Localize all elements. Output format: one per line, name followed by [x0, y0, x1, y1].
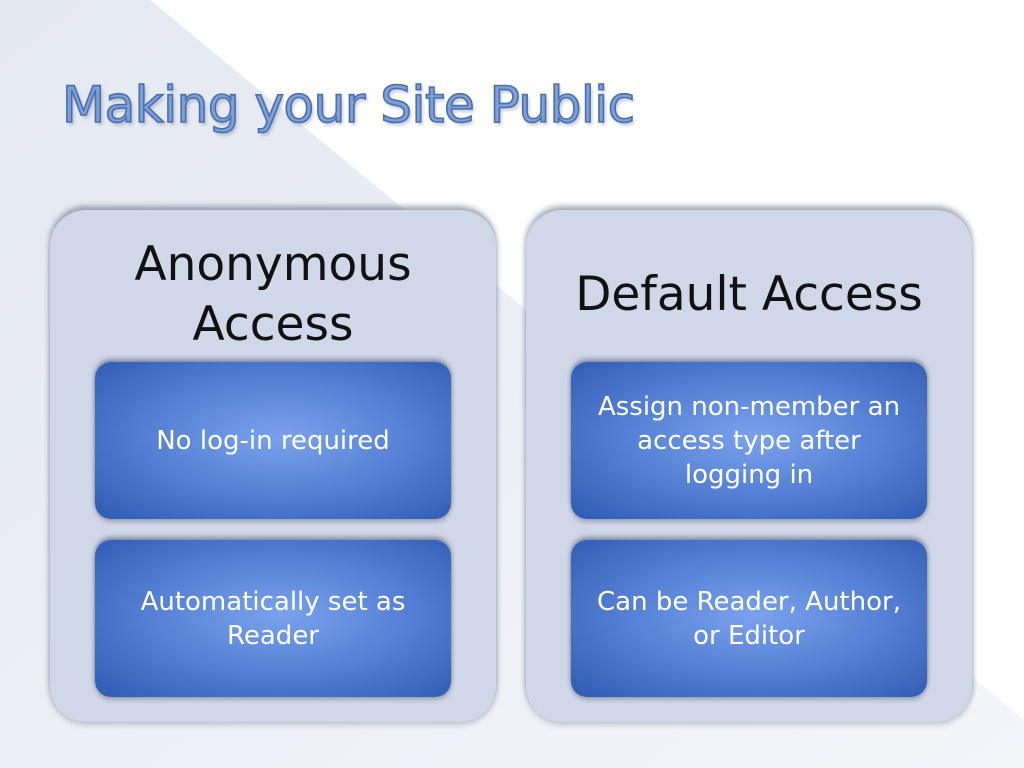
no-login-required-card: No log-in required — [95, 362, 451, 519]
slide-title: Making your Site Public — [61, 75, 636, 135]
default-access-heading: Default Access — [575, 267, 923, 322]
anonymous-access-panel: Anonymous Access No log-in required Auto… — [50, 210, 496, 722]
assign-access-type-card: Assign non-member an access type after l… — [571, 362, 927, 519]
default-access-panel: Default Access Assign non-member an acce… — [526, 210, 972, 722]
reader-author-editor-card: Can be Reader, Author, or Editor — [571, 540, 927, 697]
set-as-reader-card: Automatically set as Reader — [95, 540, 451, 697]
anonymous-access-heading: Anonymous Access — [134, 237, 412, 352]
